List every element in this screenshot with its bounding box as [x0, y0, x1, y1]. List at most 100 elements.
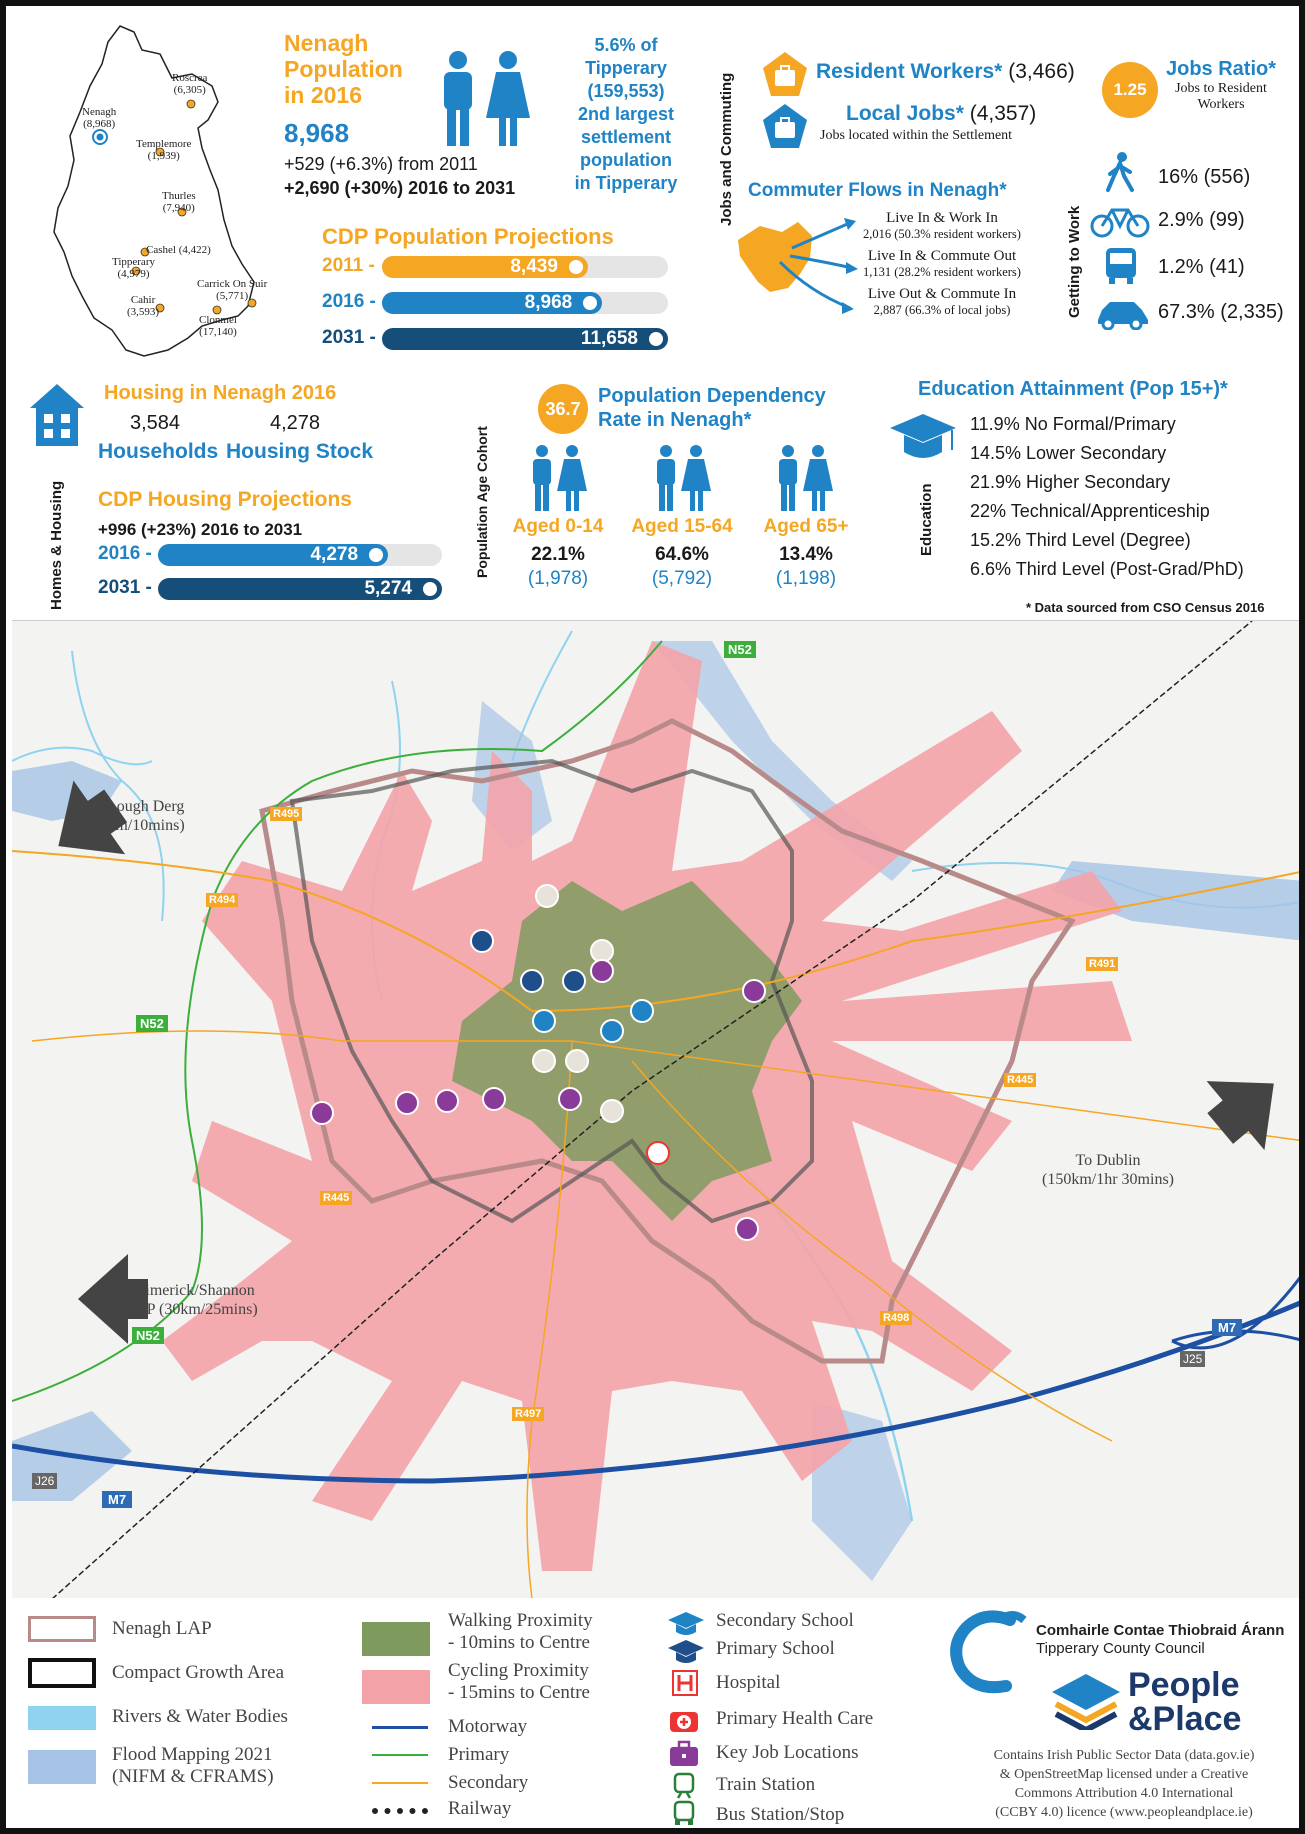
label-lough-derg: To Lough Derg(10km/10mins) — [86, 798, 185, 834]
age-cohort-side-label: Population Age Cohort — [474, 426, 490, 578]
legend-primary-swatch — [372, 1754, 428, 1756]
resident-workers: Resident Workers* (3,466) — [816, 60, 1075, 84]
jobs-ratio-badge: 1.25 — [1102, 62, 1158, 118]
town-cashel: Cashel (4,422) — [146, 244, 211, 256]
jobs-side-label: Jobs and Commuting — [718, 72, 735, 226]
primary-school-icon — [668, 1640, 704, 1663]
resident-workers-label: Resident Workers* — [816, 60, 1003, 83]
cohort-15-64-pct: 64.6% — [655, 544, 709, 565]
jobs-ratio: Jobs Ratio* Jobs to Resident Workers — [1156, 58, 1286, 113]
resident-workers-value: (3,466) — [1008, 60, 1075, 83]
flow-live-work-title: Live In & Work In — [886, 210, 998, 226]
legend-bus: Bus Station/Stop — [716, 1804, 845, 1825]
poi-markers — [310, 884, 766, 1241]
label-dublin: To Dublin(150km/1hr 30mins) — [1042, 1152, 1174, 1188]
projection-bar-knob — [366, 545, 387, 565]
council-english-name: Tipperary County Council — [1036, 1640, 1205, 1657]
jobs-ratio-sub2: Workers — [1197, 97, 1245, 112]
projection-bar-fill: 11,658 — [382, 328, 668, 350]
town-templemore: Templemore(1,939) — [136, 138, 192, 162]
cohort-65-plus-pct: 13.4% — [779, 544, 833, 565]
legend-secondary: Secondary — [448, 1772, 529, 1793]
county-map: Roscrea(6,305) Nenagh(8,968) Templemore(… — [42, 20, 292, 360]
town-tipperary: Tipperary(4,979) — [112, 256, 155, 280]
flow-commute-out-detail: 1,131 (28.2% resident workers) — [863, 265, 1021, 279]
resident-workers-icon — [763, 52, 807, 96]
legend-walking: Walking Proximity- 10mins to Centre — [448, 1610, 593, 1653]
legend-secondary-swatch — [372, 1782, 428, 1784]
tipperary-outline — [53, 25, 257, 357]
legend-rivers-swatch — [28, 1706, 96, 1733]
getting-to-work-label: Getting to Work — [1066, 205, 1083, 318]
badge-r497: R497 — [512, 1407, 545, 1421]
cohort-0-14-icon — [533, 445, 587, 511]
education-item: 11.9% No Formal/Primary — [970, 414, 1176, 434]
cohort-65-plus: Aged 65+ 13.4% (1,198) — [746, 516, 866, 590]
education-item: 14.5% Lower Secondary — [970, 443, 1167, 463]
cohort-0-14-label: Aged 0-14 — [512, 516, 604, 537]
legend-flood-swatch — [28, 1750, 96, 1784]
footnote: * Data sourced from CSO Census 2016 — [1026, 600, 1265, 615]
projection-year-label: 2031 - — [98, 577, 152, 598]
tipperary-council-logo — [950, 1610, 1027, 1694]
cohort-0-14: Aged 0-14 22.1% (1,978) — [498, 516, 618, 590]
education-item: 21.9% Higher Secondary — [970, 472, 1171, 492]
town-thurles: Thurles(7,940) — [162, 190, 196, 214]
commuter-flow-graphic — [738, 218, 858, 314]
town-carrick: Carrick On Suir(5,771) — [197, 278, 268, 302]
badge-m7-west: M7 — [102, 1491, 133, 1508]
mode-car-value: 67.3% (2,335) — [1158, 301, 1284, 323]
jobs-ratio-sub1: Jobs to Resident — [1175, 81, 1267, 96]
projection-bar-knob — [580, 293, 601, 313]
badge-r491: R491 — [1086, 957, 1119, 971]
arrow-dublin — [1206, 1081, 1274, 1151]
town-nenagh: Nenagh(8,968) — [82, 106, 117, 130]
legend: Nenagh LAP Compact Growth Area Rivers & … — [12, 1598, 1299, 1828]
cohort-15-64-label: Aged 15-64 — [631, 516, 733, 537]
legend-lap-swatch — [28, 1616, 96, 1642]
bus-icon — [1106, 248, 1136, 284]
housing-stock-value: 4,278 — [270, 412, 321, 434]
projection-bar-fill: 8,439 — [382, 256, 588, 278]
local-jobs-label: Local Jobs* — [846, 102, 964, 125]
projection-bar-knob — [420, 579, 440, 599]
projection-bar-fill: 8,968 — [382, 292, 603, 314]
jobs-ratio-title: Jobs Ratio* — [1165, 58, 1277, 80]
cohort-0-14-count: (1,978) — [527, 568, 589, 589]
badge-j26: J26 — [32, 1473, 58, 1489]
arrow-limerick — [78, 1254, 148, 1344]
projection-bar-fill: 4,278 — [158, 544, 389, 566]
walking-icon — [1106, 152, 1134, 192]
education-item: 15.2% Third Level (Degree) — [970, 530, 1191, 550]
badge-n52-north: N52 — [724, 641, 756, 658]
town-clonmel: Clonmel(17,140) — [199, 314, 237, 338]
cohort-15-64-count: (5,792) — [651, 568, 713, 589]
projection-year-label: 2016 - — [322, 291, 376, 312]
train-icon — [673, 1772, 695, 1799]
local-jobs-value: (4,357) — [969, 102, 1037, 125]
legend-railway-swatch — [372, 1808, 428, 1816]
legend-walking-swatch — [362, 1622, 430, 1656]
education-item: 6.6% Third Level (Post-Grad/PhD) — [970, 559, 1244, 579]
commuter-flows: Live In & Work In 2,016 (50.3% resident … — [842, 210, 1042, 318]
legend-key-jobs: Key Job Locations — [716, 1742, 859, 1763]
bus-stop-icon — [673, 1800, 695, 1825]
town-cahir: Cahir(3,593) — [127, 294, 160, 318]
walking-proximity-zone — [452, 881, 802, 1221]
housing-side-label: Homes & Housing — [48, 480, 65, 610]
flow-commute-out-title: Live In & Commute Out — [867, 248, 1017, 264]
cohort-65-plus-icon — [779, 445, 833, 511]
man-woman-icon — [444, 51, 530, 146]
badge-m7-east: M7 — [1212, 1319, 1243, 1336]
town-roscrea: Roscrea(6,305) — [172, 72, 208, 96]
housing-change: +996 (+23%) 2016 to 2031 — [98, 520, 303, 539]
legend-hospital: Hospital — [716, 1672, 781, 1693]
legend-primary: Primary — [448, 1744, 510, 1765]
flow-commute-in-title: Live Out & Commute In — [867, 286, 1017, 302]
legend-railway: Railway — [448, 1798, 512, 1819]
projection-year-label: 2011 - — [322, 255, 375, 276]
households-value: 3,584 — [130, 412, 181, 434]
map-canvas — [12, 621, 1299, 1599]
